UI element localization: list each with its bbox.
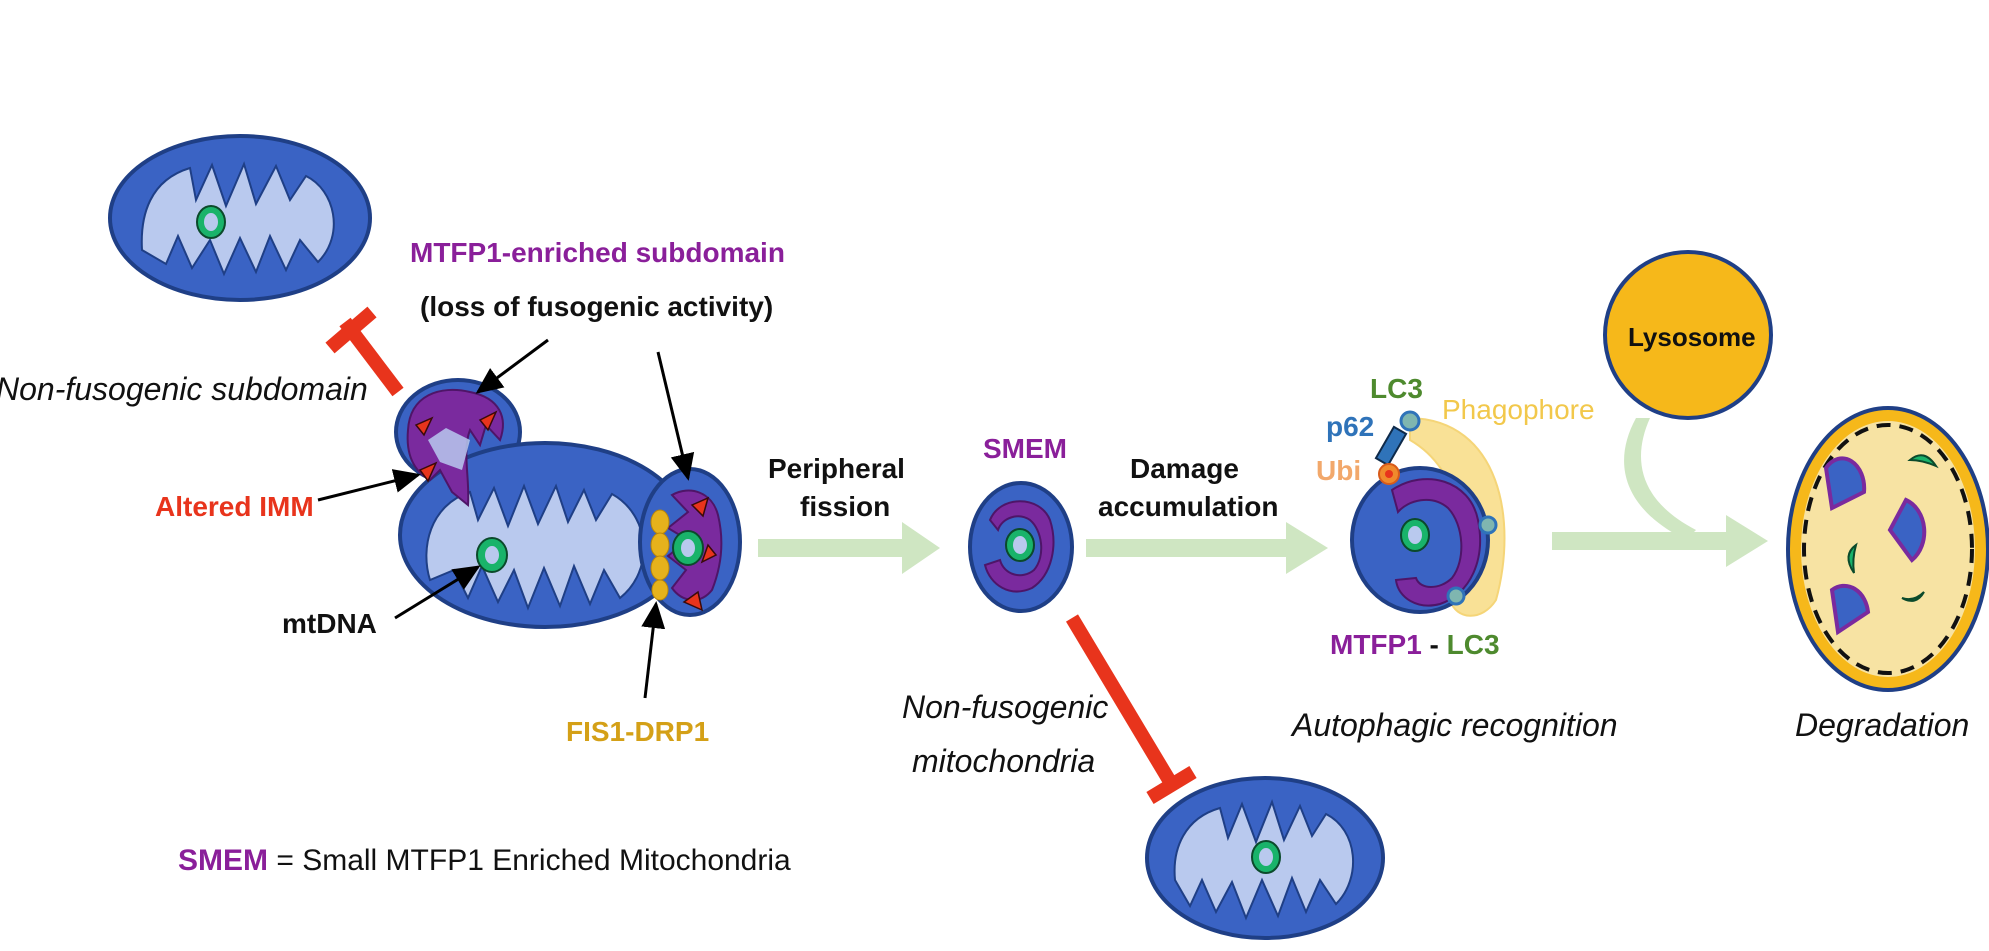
label-ubi: Ubi <box>1316 455 1361 486</box>
label-fis1-drp1: FIS1-DRP1 <box>566 716 709 747</box>
legend-text: = Small MTFP1 Enriched Mitochondria <box>276 844 791 877</box>
fusion-inhibition-marker <box>325 306 404 397</box>
label-smem: SMEM <box>983 433 1067 464</box>
label-accumulation: accumulation <box>1098 491 1278 522</box>
dividing-mitochondrion <box>394 378 742 629</box>
label-non-fusogenic-subdomain: Non-fusogenic subdomain <box>0 371 368 407</box>
smem-mitochondrion <box>968 481 1074 613</box>
mtdna-nucleoid <box>1005 528 1035 562</box>
label-damage: Damage <box>1130 453 1239 484</box>
label-lc3: LC3 <box>1370 373 1423 404</box>
legend: SMEM = Small MTFP1 Enriched Mitochondria <box>178 844 791 878</box>
label-mtfp1-lc3-a: MTFP1 <box>1330 629 1422 660</box>
label-peripheral: Peripheral <box>768 453 905 484</box>
autolysosome <box>1786 406 1989 692</box>
mtdna-nucleoid <box>476 537 508 573</box>
degradation-arrow <box>1552 515 1768 567</box>
mtdna-nucleoid <box>1251 840 1281 874</box>
label-mtfp1-lc3-b: LC3 <box>1447 629 1500 660</box>
lc3-dots <box>1399 410 1498 606</box>
label-altered-imm: Altered IMM <box>155 491 314 522</box>
pointer-arrows <box>317 338 695 699</box>
legend-key: SMEM <box>178 844 268 877</box>
lysosome <box>1603 250 1773 420</box>
degraded-fragments <box>1823 454 1939 636</box>
lysosome-fusion-arrow <box>1624 418 1696 540</box>
label-phagophore: Phagophore <box>1442 394 1595 425</box>
altered-imm-triangles <box>414 410 498 483</box>
p62-adapter <box>1374 425 1408 467</box>
label-lysosome: Lysosome <box>1628 322 1756 352</box>
label-mtdna: mtDNA <box>282 608 377 639</box>
autophagic-recognition-complex <box>1350 410 1506 617</box>
label-non-fusogenic-mito-2: mitochondria <box>912 743 1095 779</box>
bottom-mitochondrion <box>1145 776 1385 940</box>
label-autophagic-recognition: Autophagic recognition <box>1290 707 1618 743</box>
label-mtfp1-lc3-dash: - <box>1422 629 1447 660</box>
label-non-fusogenic-mito-1: Non-fusogenic <box>902 689 1108 725</box>
mtdna-nucleoid <box>196 205 226 239</box>
fusion-inhibition-marker-2 <box>1065 614 1197 804</box>
label-mtfp1-lc3: MTFP1 - LC3 <box>1330 629 1500 660</box>
label-mtfp1-subdomain: MTFP1-enriched subdomain <box>410 237 785 268</box>
mtdna-nucleoid <box>1400 518 1430 552</box>
damage-accumulation-arrow <box>1086 522 1328 574</box>
label-fission: fission <box>800 491 890 522</box>
label-degradation: Degradation <box>1795 707 1969 743</box>
process-arrows <box>758 418 1768 574</box>
altered-imm-triangles <box>682 496 718 612</box>
label-p62: p62 <box>1326 411 1374 442</box>
label-loss-fusogenic: (loss of fusogenic activity) <box>420 291 773 322</box>
top-left-mitochondrion <box>108 134 372 302</box>
mtdna-nucleoid <box>672 530 704 566</box>
fis1-drp1-ring <box>650 509 670 601</box>
text-labels: MTFP1-enriched subdomain (loss of fusoge… <box>0 237 1969 779</box>
peripheral-fission-arrow <box>758 522 940 574</box>
